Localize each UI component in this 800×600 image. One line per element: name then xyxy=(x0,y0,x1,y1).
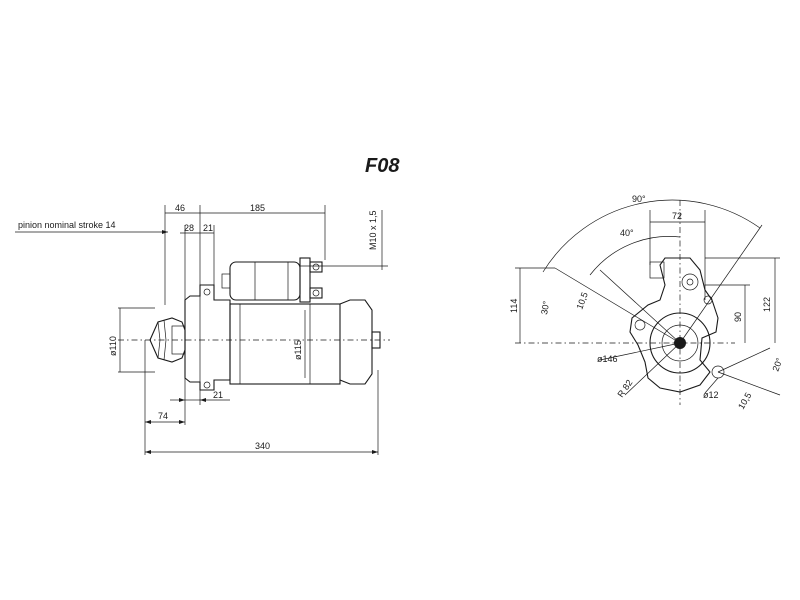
end-view: 90° 40° 72 114 30° 10,5 122 90 xyxy=(509,194,785,411)
dim-90: 90 xyxy=(733,312,743,322)
dim-21-top: 21 xyxy=(203,223,213,233)
thread-spec: M10 x 1,5 xyxy=(368,210,378,250)
dim-114: 114 xyxy=(509,299,519,313)
angle-20: 20° xyxy=(770,356,784,373)
dim-46: 46 xyxy=(175,203,185,213)
dim-122: 122 xyxy=(762,297,772,312)
dim-340: 340 xyxy=(255,441,270,451)
dim-dia12: ø12 xyxy=(703,390,719,400)
dim-dia146: ø146 xyxy=(597,354,618,364)
dim-dia110: ø110 xyxy=(108,336,118,356)
pinion-stroke-label: pinion nominal stroke 14 xyxy=(18,220,116,230)
dim-185: 185 xyxy=(250,203,265,213)
dim-74: 74 xyxy=(158,411,168,421)
angle-40: 40° xyxy=(620,228,634,238)
drawing-title: F08 xyxy=(365,155,400,177)
dim-dia115: ø115 xyxy=(293,340,303,360)
dim-72: 72 xyxy=(672,211,682,221)
dim-10-5-top: 10,5 xyxy=(574,291,589,311)
side-view: pinion nominal stroke 14 46 185 28 21 M1… xyxy=(15,203,390,455)
dim-10-5-bottom: 10,5 xyxy=(736,391,753,411)
dim-28: 28 xyxy=(184,223,194,233)
dim-21-bottom: 21 xyxy=(213,390,223,400)
angle-90: 90° xyxy=(632,194,646,204)
angle-30: 30° xyxy=(539,300,551,316)
